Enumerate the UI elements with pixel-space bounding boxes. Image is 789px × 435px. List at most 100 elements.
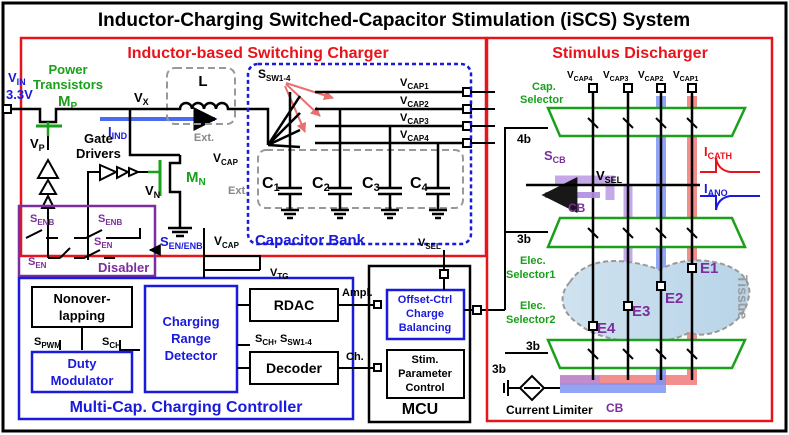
duty-modulator-block (30, 350, 134, 394)
sch-ssw-label: SCH, SSW1-4 (255, 333, 312, 347)
svg-text:C1: C1 (262, 175, 280, 194)
decoder-block (249, 351, 339, 385)
capacitor-bank-box (246, 62, 473, 246)
spc-label2: Parameter (398, 368, 453, 380)
capacitor-bank-label: Capacitor Bank (255, 232, 366, 249)
ext-label-1: Ext. (194, 132, 214, 144)
svg-text:VCAP1: VCAP1 (673, 70, 698, 83)
disabler-label: Disabler (98, 260, 149, 275)
decoder-label: Decoder (266, 360, 323, 376)
bits-3b-c: 3b (492, 362, 506, 376)
cap-selector-shape (546, 106, 747, 138)
elec-selector2-label2: Selector2 (506, 314, 556, 326)
current-limiter-label: Current Limiter (506, 403, 593, 417)
vsel-node (439, 269, 449, 279)
svg-text:VCAP3: VCAP3 (603, 70, 628, 83)
sch-label: SCH (102, 336, 121, 350)
discharger-vcap-nodes (588, 83, 697, 93)
svg-text:E2: E2 (665, 290, 683, 307)
vp-label: VP (30, 136, 45, 153)
vcap-label: VCAP (213, 151, 239, 167)
system-title: Inductor-Charging Switched-Capacitor Sti… (98, 10, 690, 31)
ocb-label3: Balancing (399, 322, 452, 334)
vx-label: VX (134, 90, 149, 107)
ssw-label: SSW1-4 (258, 67, 291, 83)
cb-label-bottom: CB (606, 401, 624, 415)
elec-selector1-shape (546, 216, 747, 249)
spwm-label: SPWM (34, 336, 61, 350)
discharger-title: Stimulus Discharger (552, 45, 708, 62)
s-en-enb-label: SEN/ENB (160, 234, 203, 251)
inductor-label: L (198, 73, 207, 90)
scb-label: SCB (544, 148, 566, 165)
electrode-labels: E1 E2 E3 E4 (597, 260, 718, 337)
nonoverlap-label2: lapping (59, 308, 105, 323)
duty-label1: Duty (68, 356, 98, 371)
elec-selector2-label1: Elec. (520, 300, 546, 312)
bits-3b-a: 3b (517, 232, 531, 246)
ssw-arrows (284, 82, 334, 133)
mn-label: MN (186, 169, 206, 188)
crd-label1: Charging (162, 314, 219, 329)
spc-label1: Stim. (412, 354, 439, 366)
ext-label-2: Ext. (228, 185, 248, 197)
inductor-coil (150, 101, 250, 111)
svg-text:VCAP2: VCAP2 (400, 95, 429, 109)
current-limiter-ground (503, 380, 560, 396)
elec-selector1-label2: Selector1 (506, 269, 556, 281)
svg-text:E4: E4 (597, 320, 616, 337)
svg-text:SENB: SENB (98, 213, 122, 227)
vcap-ctrl-wire (203, 228, 261, 278)
vn-label: VN (145, 183, 160, 200)
crd-label3: Detector (165, 348, 218, 363)
gate-drivers-label2: Drivers (76, 146, 121, 161)
rdac-block (249, 288, 339, 322)
discharger-switches (587, 117, 698, 360)
ext-inductor-box (166, 67, 236, 125)
power-transistors-label: Power (48, 62, 87, 77)
svg-text:SEN: SEN (94, 236, 113, 250)
discharger-feed-wires (471, 91, 495, 144)
mcu-right-port (472, 305, 482, 315)
power-transistors-label2: Transistors (33, 77, 103, 92)
gate-driver-n (87, 163, 148, 225)
controller-box (17, 276, 355, 421)
ocb-label2: Charge (406, 308, 444, 320)
icath-waveform (700, 157, 760, 173)
iano-waveform (700, 195, 760, 211)
mcu-box (367, 264, 472, 424)
icath-label: ICATH (704, 144, 732, 161)
bits-4b: 4b (517, 132, 531, 146)
charger-title: Inductor-based Switching Charger (127, 45, 388, 62)
disabler-box (17, 204, 157, 278)
vtg-label: VTG (270, 267, 288, 281)
svg-text:VCAP2: VCAP2 (638, 70, 663, 83)
vx-bus (128, 107, 270, 157)
svg-text:VCAP4: VCAP4 (567, 70, 592, 83)
cap-labels: C1 C2 C3 C4 (262, 175, 429, 194)
crd-label2: Range (171, 331, 211, 346)
control-bus (504, 127, 548, 354)
gate-drivers-label: Gate (84, 131, 113, 146)
vcap-labels-charger: VCAP1 VCAP2 VCAP3 VCAP4 (400, 77, 429, 143)
cap-selector-label2: Selector (520, 94, 564, 106)
disabler-switches (25, 225, 141, 260)
svg-text:VCAP3: VCAP3 (400, 112, 429, 126)
svg-text:VCAP1: VCAP1 (400, 77, 429, 91)
vin-value: 3.3V (6, 87, 33, 102)
charging-range-detector-block (143, 284, 239, 394)
electrodes (588, 263, 697, 331)
stim-param-block (386, 349, 465, 399)
cb-label-top: CB (568, 201, 586, 215)
svg-text:E1: E1 (700, 260, 718, 277)
svg-text:E3: E3 (632, 303, 650, 320)
ampl-port (373, 300, 382, 309)
discharger-columns (591, 92, 694, 380)
bank-capacitors (278, 92, 450, 220)
bits-3b-b: 3b (526, 339, 540, 353)
spc-label3: Control (405, 382, 444, 394)
tissue-region (561, 259, 751, 344)
duty-label2: Modulator (51, 373, 114, 388)
ch-label: Ch. (346, 351, 364, 363)
